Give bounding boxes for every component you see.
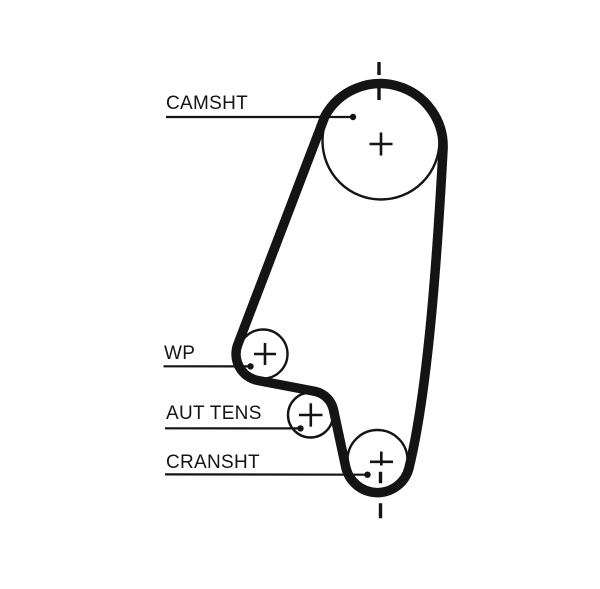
camshaft-center-cross	[369, 132, 393, 156]
water-pump-label: WP	[164, 343, 195, 364]
camshaft-label: CAMSHT	[166, 93, 248, 114]
timing-belt-path	[231, 78, 448, 498]
tensioner-label: AUT TENS	[166, 403, 262, 424]
crankshaft-leader-dot	[364, 471, 371, 478]
water-pump-center-cross	[254, 343, 276, 365]
crankshaft-center-cross	[370, 451, 393, 466]
tensioner-center-cross	[299, 403, 323, 427]
crankshaft-label: CRANSHT	[166, 452, 260, 473]
water-pump-leader-dot	[247, 363, 254, 370]
camshaft-leader-dot	[349, 113, 357, 121]
tensioner-leader-dot	[297, 425, 304, 432]
